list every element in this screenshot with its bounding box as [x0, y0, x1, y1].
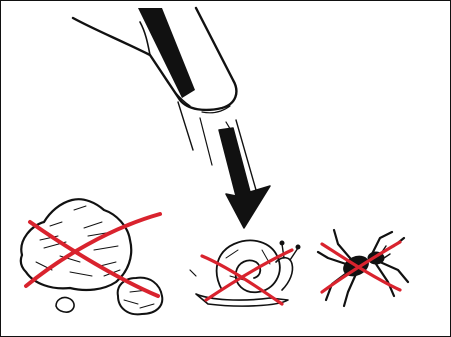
cross-out-icon	[322, 242, 400, 292]
down-arrow-icon	[219, 128, 270, 228]
rocks-icon	[21, 199, 163, 314]
snail-icon	[190, 240, 300, 306]
cross-out-icon	[26, 214, 160, 296]
